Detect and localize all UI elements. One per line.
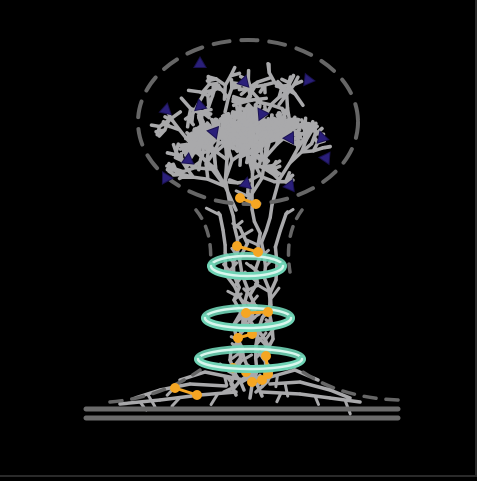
branch-segment [323,147,330,148]
node-dot [170,383,180,393]
branch-segment [268,64,269,73]
branch-segment [238,227,240,228]
branch-segment [190,384,226,386]
branch-segment [248,193,250,198]
branch-segment [152,125,160,126]
branch-segment [168,153,176,155]
branch-segment [252,210,254,222]
node-dot [192,390,202,400]
branch-segment [214,153,215,169]
branch-segment [286,212,288,214]
branch-segment [225,160,227,180]
node-dot [233,333,243,343]
branch-segment [270,205,272,218]
node-dot [263,307,273,317]
node-dot [247,377,257,387]
branch-segment [287,119,289,128]
node-dot [232,241,242,251]
branch-segment [201,124,203,136]
branch-segment [231,73,240,76]
node-dot [241,308,251,318]
branch-segment [188,119,189,127]
branch-segment [223,230,225,245]
branch-segment [257,85,265,86]
node-dot [257,375,267,385]
branch-segment [193,177,208,179]
branch-segment [295,125,303,127]
node-dot [251,199,261,209]
branch-segment [189,90,203,92]
branch-segment [302,151,314,152]
branch-segment [248,112,250,119]
node-dot [261,351,271,361]
branch-segment [276,375,278,387]
branch-segment [270,293,271,306]
node-dot [235,193,245,203]
branch-segment [201,116,202,125]
node-dot [253,247,263,257]
branch-segment [233,101,242,102]
branch-segment [307,129,314,131]
branch-segment [179,145,187,146]
branch-segment [219,213,221,215]
branch-segment [252,98,266,100]
branch-segment [209,84,217,85]
